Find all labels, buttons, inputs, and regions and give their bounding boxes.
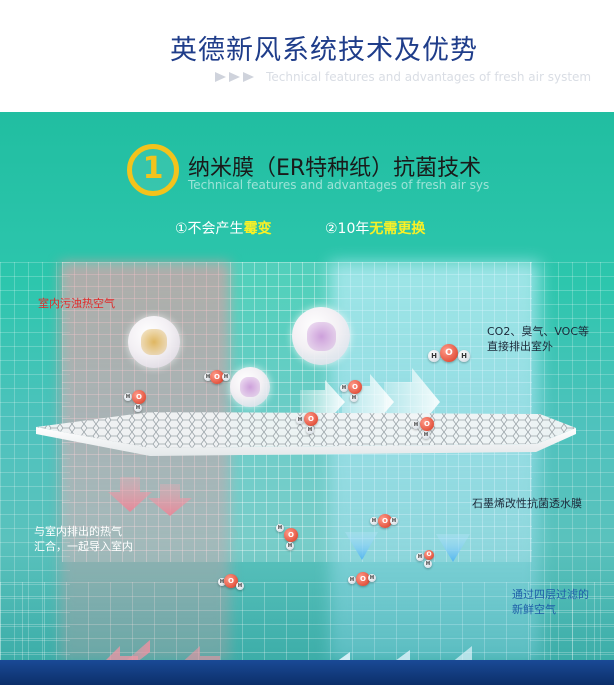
label-mix-line2: 汇合，一起导入室内 — [34, 540, 133, 553]
feature-panel: 1 纳米膜（ER特种纸）抗菌技术 Technical features and … — [0, 112, 614, 685]
label-fresh-line1: 通过四层过滤的 — [512, 588, 589, 601]
atom-icon: H — [424, 560, 432, 568]
label-fresh-line2: 新鲜空气 — [512, 603, 556, 616]
airflow-illustration: H O H H O H H O H H O H H O H H O H — [0, 262, 614, 685]
section-subtitle: Technical features and advantages of fre… — [188, 178, 490, 192]
atom-icon: O — [424, 550, 434, 560]
arrow-right-icon — [215, 67, 257, 86]
atom-icon: H — [370, 517, 378, 525]
atom-icon: H — [348, 576, 356, 584]
atom-icon: O — [210, 370, 224, 384]
section-number-badge: 1 — [127, 144, 179, 196]
atom-icon: H — [222, 373, 230, 381]
atom-icon: O — [378, 514, 392, 528]
atom-icon: H — [276, 524, 284, 532]
subtitle-row: Technical features and advantages of fre… — [215, 66, 591, 84]
left-wall-grid — [0, 262, 70, 682]
bacteria-sphere-icon — [230, 367, 270, 407]
feature-prefix: ①不会产生 — [175, 221, 244, 237]
right-wall-grid — [530, 262, 614, 682]
feature-highlight: 霉变 — [243, 221, 272, 237]
arrow-down-icon — [345, 532, 470, 562]
label-mix-line1: 与室内排出的热气 — [34, 525, 122, 538]
feature-prefix: ②10年 — [325, 221, 370, 237]
atom-icon: H — [428, 350, 440, 362]
atom-icon: O — [420, 417, 434, 431]
atom-icon: H — [416, 553, 424, 561]
label-indoor-polluted-air: 室内污浊热空气 — [38, 297, 115, 310]
atom-icon: H — [134, 404, 142, 412]
atom-icon: O — [224, 574, 238, 588]
label-exhaust-line2: 直接排出室外 — [487, 340, 553, 353]
page-title: 英德新风系统技术及优势 — [170, 35, 478, 66]
feature-highlight: 无需更换 — [369, 221, 426, 237]
atom-icon: H — [218, 578, 226, 586]
feature-item-lifespan: ②10年无需更换 — [325, 218, 425, 238]
atom-icon: O — [132, 390, 146, 404]
atom-icon: H — [390, 517, 398, 525]
atom-icon: H — [412, 421, 420, 429]
atom-icon: H — [286, 542, 294, 550]
atom-icon: O — [356, 572, 370, 586]
arrow-down-icon — [108, 477, 192, 516]
feature-item-mold: ①不会产生霉变 — [175, 218, 272, 238]
atom-icon: H — [296, 416, 304, 424]
atom-icon: H — [350, 394, 358, 402]
atom-icon: H — [124, 393, 132, 401]
atom-icon: O — [440, 344, 458, 362]
atom-icon: H — [306, 426, 314, 434]
label-membrane: 石墨烯改性抗菌透水膜 — [472, 497, 582, 510]
page-subtitle: Technical features and advantages of fre… — [266, 69, 592, 84]
atom-icon: H — [458, 350, 470, 362]
atom-icon: O — [284, 528, 298, 542]
atom-icon: H — [422, 431, 430, 439]
bacteria-sphere-icon — [128, 316, 180, 368]
bacteria-sphere-icon — [292, 307, 350, 365]
atom-icon: H — [204, 373, 212, 381]
atom-icon: H — [236, 582, 244, 590]
fresh-air-stream — [330, 262, 540, 662]
section-number: 1 — [142, 151, 164, 186]
section-title: 纳米膜（ER特种纸）抗菌技术 — [188, 156, 482, 181]
header: 英德新风系统技术及优势 Technical features and advan… — [0, 0, 614, 112]
atom-icon: O — [304, 412, 318, 426]
atom-icon: O — [348, 380, 362, 394]
label-exhaust-line1: CO2、臭气、VOC等 — [487, 325, 590, 338]
atom-icon: H — [368, 574, 376, 582]
atom-icon: H — [340, 384, 348, 392]
bottom-bar — [0, 660, 614, 685]
